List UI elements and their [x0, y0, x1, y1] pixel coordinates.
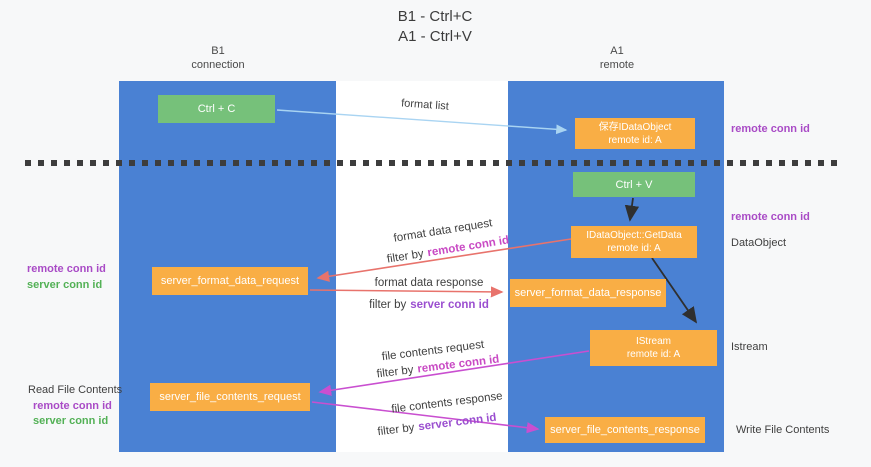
lane-b1-name: B1 — [211, 45, 225, 57]
remote-conn-id-annotation-left-1: remote conn id — [27, 263, 106, 275]
lane-a1-name: A1 — [610, 45, 624, 57]
server-conn-id-highlight: server conn id — [410, 299, 489, 311]
filter-by-prefix: filter by — [369, 299, 407, 311]
server-file-contents-request-label: server_file_contents_request — [159, 391, 301, 403]
server-file-contents-request-node: server_file_contents_request — [150, 383, 310, 411]
idataobject-getdata-node: IDataObject::GetData remote id: A — [571, 226, 697, 258]
write-file-contents-annotation: Write File Contents — [736, 424, 830, 436]
remote-conn-id-annotation-mid: remote conn id — [731, 211, 810, 223]
ctrl-c-label: Ctrl + C — [197, 103, 236, 115]
read-file-contents-annotation: Read File Contents — [28, 384, 123, 396]
server-file-contents-response-node: server_file_contents_response — [545, 417, 705, 443]
ctrl-c-node: Ctrl + C — [158, 95, 275, 123]
diagram-title: B1 - Ctrl+C A1 - Ctrl+V — [398, 7, 473, 47]
remote-conn-id-annotation-left-2: remote conn id — [33, 400, 112, 412]
copy-paste-divider-dashed-line — [25, 160, 838, 166]
server-format-data-response-label: server_format_data_response — [514, 287, 662, 299]
lane-b1-role: connection — [191, 59, 245, 71]
lane-header-a1: A1 remote — [600, 44, 634, 72]
lane-header-b1: B1 connection — [191, 44, 244, 72]
getdata-line1: IDataObject::GetData — [586, 230, 682, 241]
istream-annotation: Istream — [731, 341, 768, 353]
label-format-data-response: format data response — [374, 277, 484, 289]
saved-dataobject-line2: remote id: A — [608, 134, 662, 146]
ctrl-v-label: Ctrl + V — [615, 178, 653, 191]
server-format-data-response-node: server_format_data_response — [510, 279, 666, 307]
server-conn-id-annotation-left-1: server conn id — [27, 279, 103, 291]
dataobject-annotation: DataObject — [731, 237, 787, 249]
server-format-data-request-node: server_format_data_request — [152, 267, 308, 295]
istream-line1: IStream — [635, 336, 671, 347]
getdata-line2: remote id: A — [607, 243, 661, 254]
istream-line2: remote id: A — [626, 349, 681, 360]
server-format-data-request-label: server_format_data_request — [160, 275, 300, 287]
title-line-1: B1 - Ctrl+C — [397, 8, 473, 25]
istream-node: IStream remote id: A — [590, 330, 717, 366]
server-conn-id-annotation-left-2: server conn id — [33, 415, 109, 427]
saved-dataobject-node: 保存IDataObject remote id: A — [575, 118, 695, 149]
lane-a1-role: remote — [599, 59, 635, 71]
saved-dataobject-line1: 保存IDataObject — [598, 121, 672, 133]
ctrl-v-node: Ctrl + V — [573, 172, 695, 197]
title-line-2: A1 - Ctrl+V — [398, 28, 472, 45]
remote-conn-id-annotation-top: remote conn id — [731, 123, 810, 135]
server-file-contents-response-label: server_file_contents_response — [550, 424, 700, 436]
